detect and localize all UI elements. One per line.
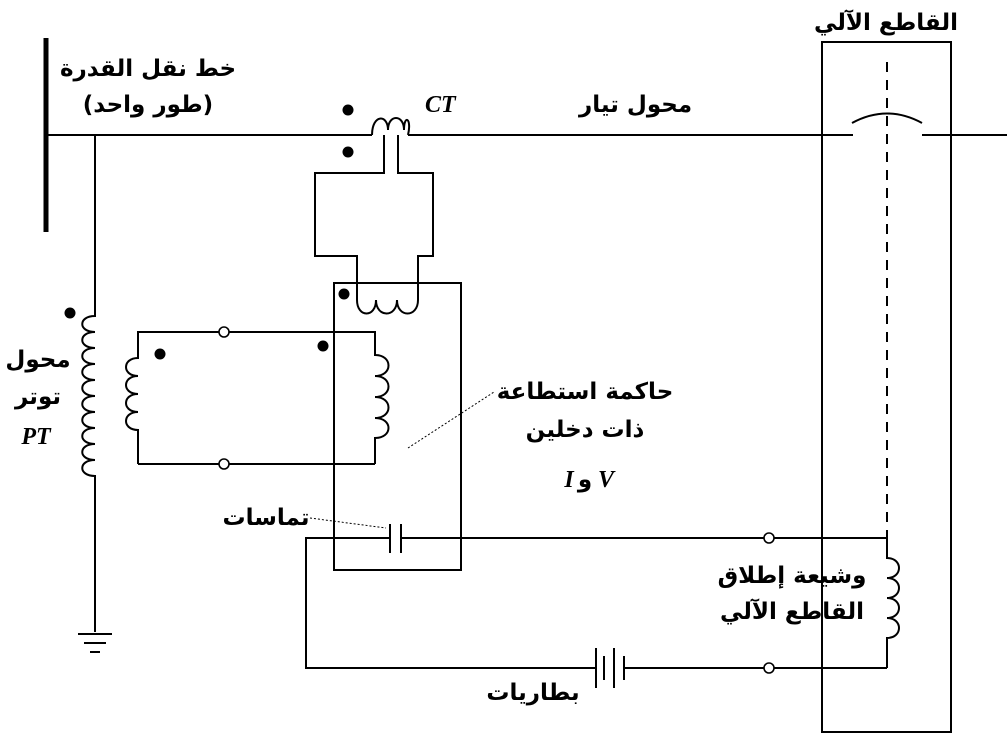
terminal-voltage-bottom: [218, 458, 230, 470]
label-trip-line2: القاطع الآلي: [720, 598, 864, 625]
relay-current-coil-dot: [338, 288, 350, 300]
ct-primary-coil-icon: [371, 117, 411, 136]
relay-current-coil-icon: [356, 299, 419, 315]
label-ct: محول تيار: [578, 92, 692, 118]
ct-polarity-dot-bottom: [342, 146, 354, 158]
label-relay-and: و: [577, 467, 592, 493]
label-ct-symbol: CT: [425, 92, 457, 118]
label-contacts: تماسات: [222, 505, 309, 531]
label-batteries: بطاريات: [486, 680, 579, 706]
voltage-circuit-wiring: [137, 331, 376, 465]
terminal-voltage-top: [218, 326, 230, 338]
label-breaker: القاطع الآلي: [814, 9, 958, 36]
label-relay-v: V: [598, 467, 616, 493]
trip-coil-icon: [886, 540, 900, 668]
label-single-phase: (طور واحد): [83, 92, 213, 118]
ground-icon: [78, 633, 112, 653]
label-relay-line1: حاكمة استطاعة: [497, 379, 674, 405]
contacts-label-leader: [309, 517, 387, 529]
label-pt-line1: محول: [5, 347, 70, 373]
ct-secondary-wiring: [314, 135, 434, 300]
terminal-trip-top: [763, 532, 775, 544]
breaker-contact-arc-icon: [851, 112, 923, 124]
pt-secondary-dot: [154, 348, 166, 360]
label-relay-i: I: [563, 467, 575, 493]
pt-secondary-coil-icon: [125, 340, 139, 464]
label-pt-line2: توتر: [14, 384, 61, 410]
relay-voltage-coil-icon: [374, 340, 390, 464]
power-relay-box: [333, 282, 462, 571]
ct-polarity-dot-top: [342, 104, 354, 116]
pt-primary-coil-icon: [81, 135, 96, 632]
label-trip-line1: وشيعة إطلاق: [718, 563, 867, 589]
trip-circuit-wiring: [305, 537, 887, 669]
battery-icon: [595, 648, 625, 688]
pt-polarity-dot: [64, 307, 76, 319]
label-pt-symbol: PT: [20, 424, 52, 450]
relay-voltage-coil-dot: [317, 340, 329, 352]
label-relay-line2: ذات دخلين: [526, 417, 645, 443]
relay-label-leader: [407, 391, 495, 449]
contact-icon: [389, 524, 402, 553]
circuit-breaker-box: [821, 41, 952, 733]
terminal-trip-bottom: [763, 662, 775, 674]
label-power-line: خط نقل القدرة: [60, 56, 236, 82]
